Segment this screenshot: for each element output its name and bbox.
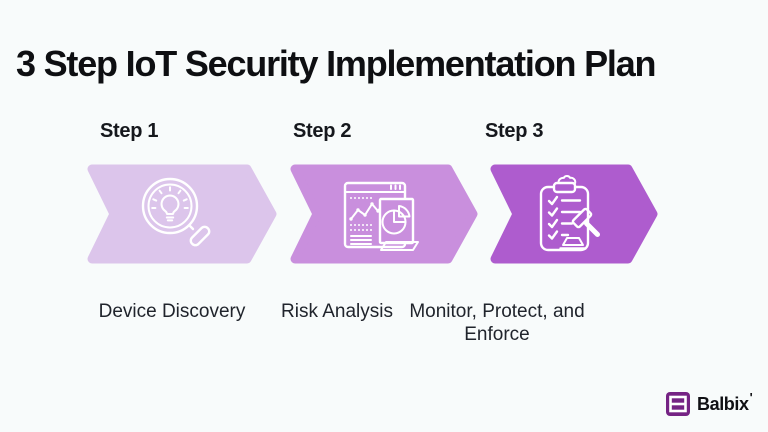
page-title: 3 Step IoT Security Implementation Plan [16, 43, 657, 84]
step-3-arrow-shape [490, 164, 658, 264]
trademark-tick: ' [749, 390, 753, 405]
balbix-logo-mark [666, 392, 690, 416]
balbix-logo: Balbix' [666, 390, 753, 417]
step-2-label: Step 2 [293, 120, 352, 142]
step-3-caption: Monitor, Protect, and Enforce [409, 301, 585, 345]
balbix-wordmark: Balbix [697, 394, 749, 414]
step-1-label: Step 1 [100, 120, 159, 142]
step-1-arrow-shape [87, 164, 277, 264]
step-2-caption: Risk Analysis [281, 301, 393, 322]
step-3-label: Step 3 [485, 120, 544, 142]
step-1-caption: Device Discovery [98, 301, 246, 322]
balbix-logo-text: Balbix' [697, 390, 753, 417]
magnifier-lightbulb-icon [141, 177, 211, 247]
clipboard-clip-shape [552, 181, 577, 194]
clipboard-gavel-icon [539, 174, 600, 252]
report-charts-icon [343, 181, 419, 251]
step-3-arrow [490, 164, 658, 264]
step-1-arrow [87, 164, 277, 264]
